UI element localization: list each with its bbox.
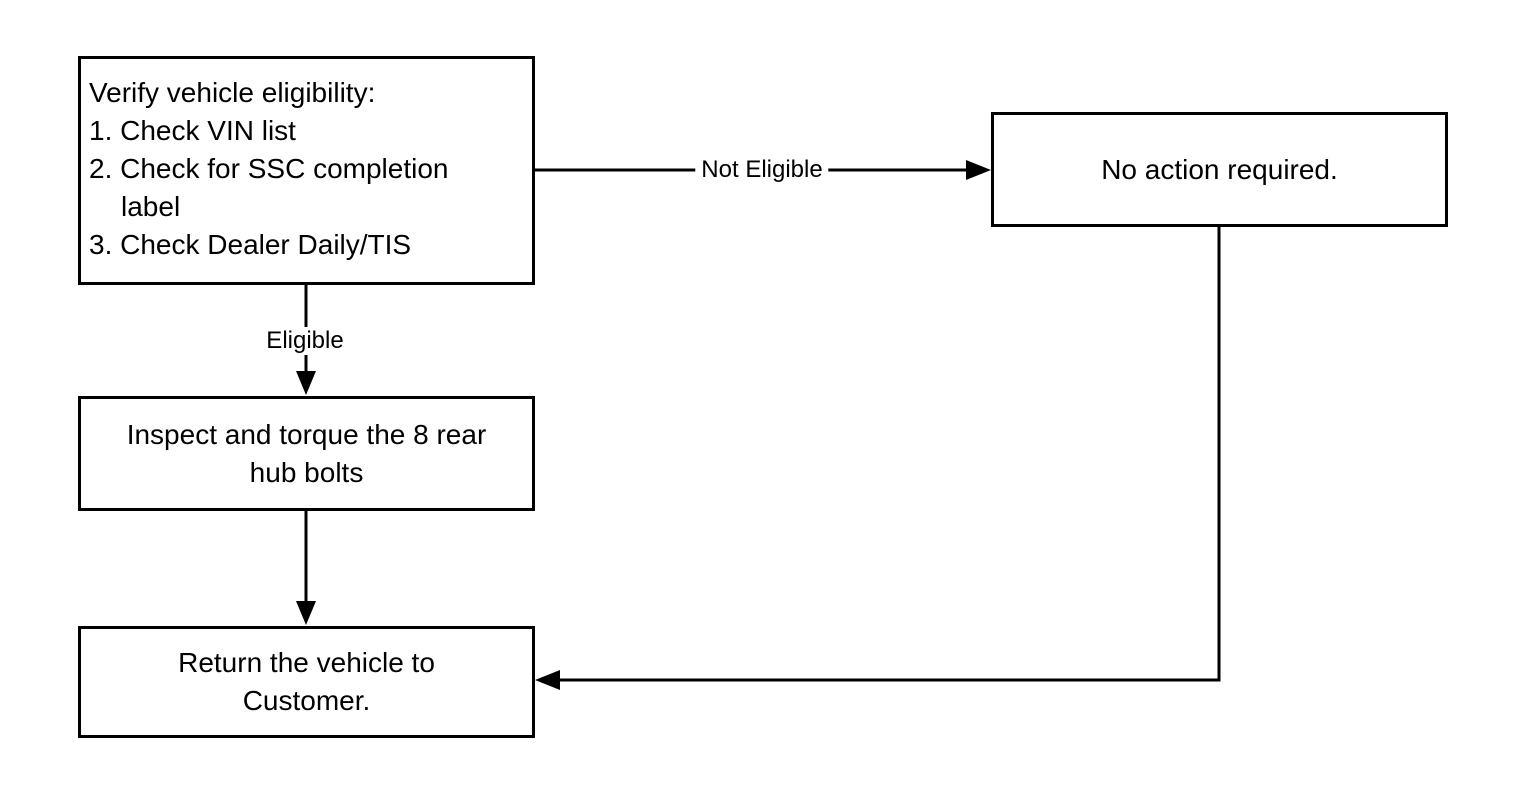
arrowhead-down-icon [296, 601, 316, 625]
verify-step-3: 3. Check Dealer Daily/TIS [89, 229, 412, 260]
verify-step-2: 2. Check for SSC completion [89, 153, 449, 184]
return-text-line-2: Customer. [242, 685, 371, 716]
node-inspect-torque: Inspect and torque the 8 rear hub bolts [78, 396, 535, 511]
verify-title: Verify vehicle eligibility: [89, 77, 376, 108]
arrowhead-right-icon [966, 160, 991, 180]
return-text-line-1: Return the vehicle to [178, 647, 435, 678]
arrowhead-down-icon [296, 371, 316, 395]
edge-inspect-to-return [296, 511, 316, 625]
inspect-text-line-2: hub bolts [249, 456, 364, 488]
edge-no-action-to-return [535, 227, 1221, 690]
node-no-action: No action required. [991, 112, 1448, 227]
no-action-text: No action required. [1101, 153, 1338, 185]
edge-label-eligible: Eligible [260, 327, 350, 355]
verify-step-2-continued: label [121, 191, 181, 222]
inspect-text-line-1: Inspect and torque the 8 rear [126, 418, 487, 450]
node-verify-eligibility: Verify vehicle eligibility: 1. Check VIN… [78, 56, 535, 285]
edge-label-not-eligible: Not Eligible [695, 156, 829, 184]
verify-step-1: 1. Check VIN list [89, 115, 296, 146]
arrowhead-left-icon [535, 670, 560, 690]
node-return-vehicle: Return the vehicle to Customer. [78, 626, 535, 738]
